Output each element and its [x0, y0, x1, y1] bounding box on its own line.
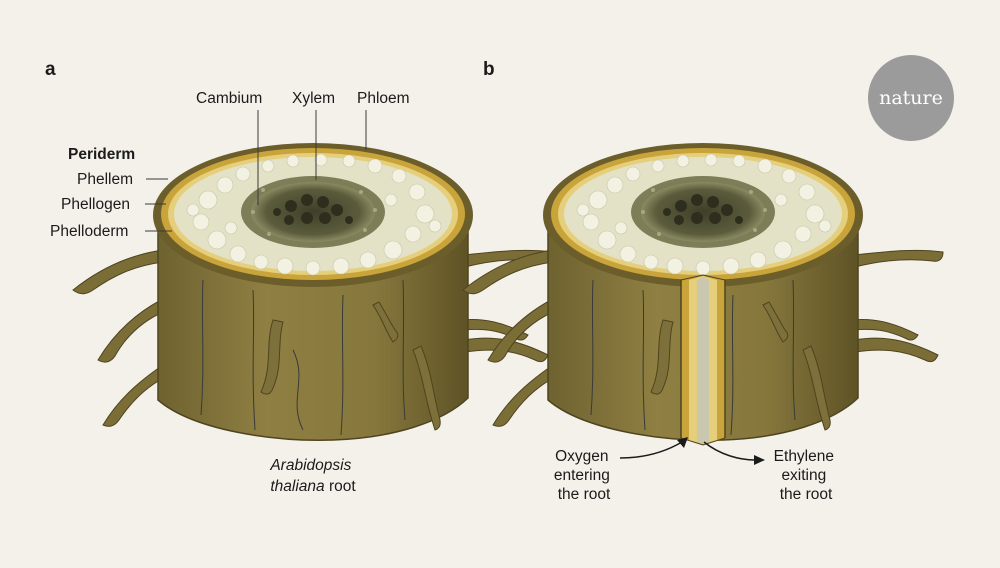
- label-phellem: Phellem: [77, 171, 133, 188]
- panel-letter-b: b: [483, 59, 495, 80]
- arrowhead-oxygen: [677, 437, 688, 448]
- arrow-ethylene-out: [703, 441, 756, 461]
- label-cambium: Cambium: [196, 90, 262, 107]
- label-phellogen: Phellogen: [61, 196, 130, 213]
- nature-logo: nature: [868, 55, 954, 141]
- caption-root-a: Arabidopsis thaliana root: [269, 457, 356, 495]
- arrowhead-ethylene: [754, 455, 765, 465]
- arrow-oxygen-in: [619, 441, 683, 459]
- label-phloem: Phloem: [357, 90, 410, 107]
- label-oxygen: Oxygen entering the root: [554, 448, 614, 503]
- label-ethylene: Ethylene exiting the root: [774, 448, 839, 503]
- panel-letter-a: a: [45, 59, 56, 80]
- label-periderm: Periderm: [68, 146, 135, 163]
- svg-text:nature: nature: [879, 87, 943, 109]
- label-phelloderm: Phelloderm: [50, 223, 128, 240]
- label-xylem: Xylem: [292, 90, 335, 107]
- root-b-illustration: [462, 142, 944, 446]
